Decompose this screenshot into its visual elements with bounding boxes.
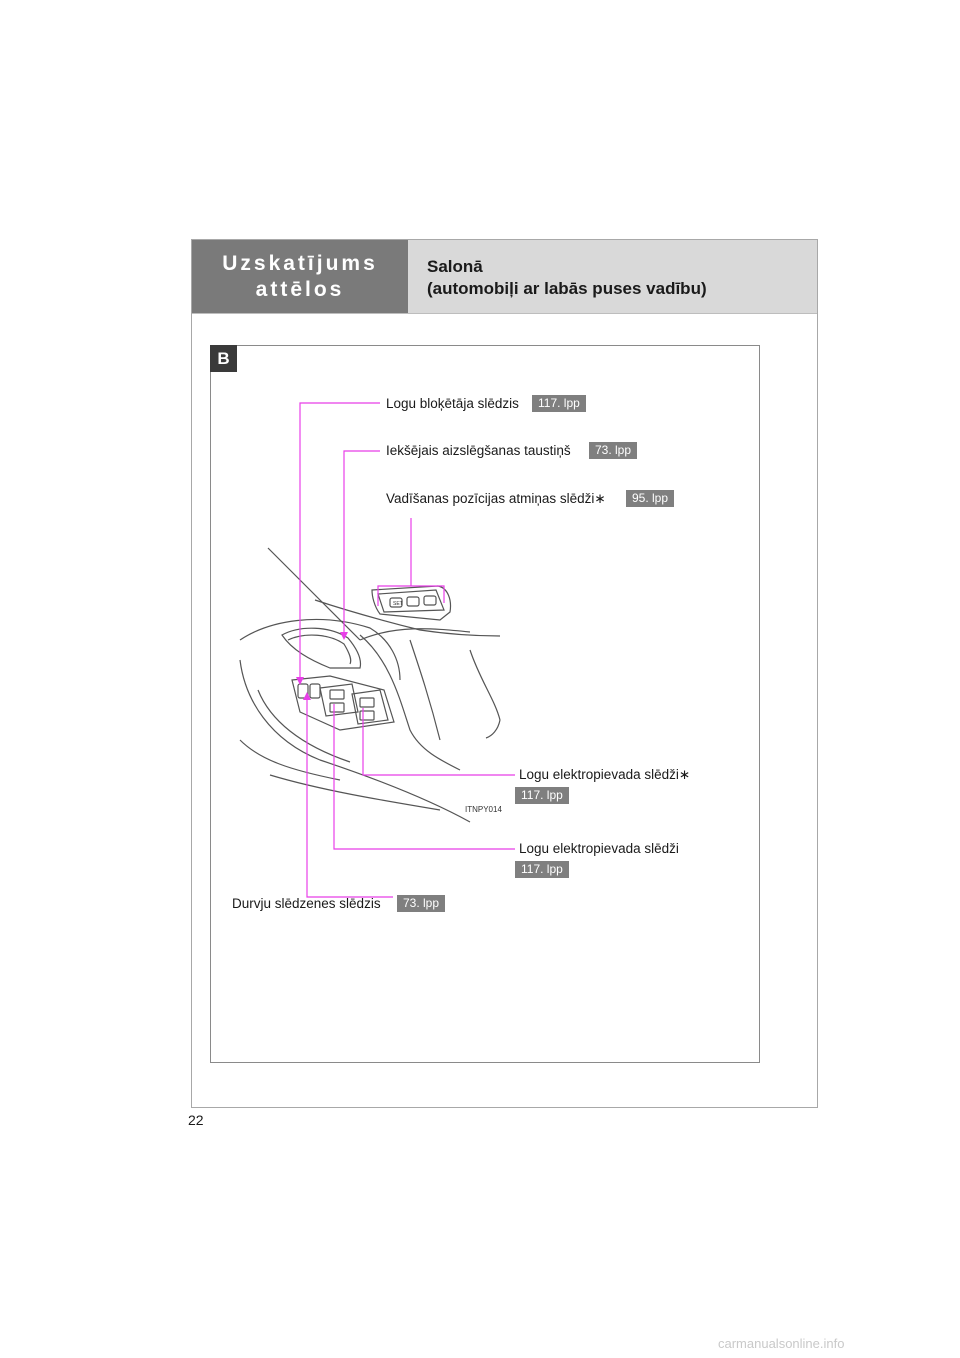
callout-arrowheads bbox=[296, 632, 348, 700]
header-divider bbox=[192, 313, 817, 314]
memory-set-button-label: SET bbox=[393, 601, 403, 607]
figure-code: ITNPY014 bbox=[465, 805, 502, 814]
callout-power-window-label: Logu elektropievada slēdži bbox=[519, 841, 679, 856]
page-frame bbox=[191, 239, 818, 1108]
subtitle-line-2: (automobiļi ar labās puses vadību) bbox=[427, 279, 707, 298]
callout-door-lock-ref[interactable]: 73. lpp bbox=[397, 895, 446, 912]
callout-inside-lock-label: Iekšējais aizslēgšanas taustiņš bbox=[386, 443, 571, 458]
callout-power-window-optional-ref[interactable]: 117. lpp bbox=[515, 787, 569, 804]
page-subtitle: Salonā (automobiļi ar labās puses vadību… bbox=[408, 240, 817, 313]
callout-window-lock-ref[interactable]: 117. lpp bbox=[532, 395, 586, 412]
callout-inside-lock-ref[interactable]: 73. lpp bbox=[589, 442, 638, 459]
watermark: carmanualsonline.info bbox=[718, 1336, 845, 1351]
callout-lines bbox=[299, 402, 515, 898]
callout-power-window-ref[interactable]: 117. lpp bbox=[515, 861, 569, 878]
callout-memory-switches-ref[interactable]: 95. lpp bbox=[626, 490, 675, 507]
callout-window-lock-label: Logu bloķētāja slēdzis bbox=[386, 396, 519, 411]
callout-door-lock-label: Durvju slēdzenes slēdzis bbox=[232, 896, 381, 911]
callout-power-window-optional-label: Logu elektropievada slēdži∗ bbox=[519, 767, 691, 782]
callout-memory-switches-label: Vadīšanas pozīcijas atmiņas slēdži∗ bbox=[386, 491, 606, 506]
figure-box bbox=[210, 345, 760, 1063]
door-drawing bbox=[239, 547, 501, 823]
page-number: 22 bbox=[188, 1112, 204, 1128]
section-title: Uzskatījums attēlos bbox=[192, 240, 408, 313]
subtitle-line-1: Salonā bbox=[427, 257, 483, 276]
figure-badge: B bbox=[210, 345, 237, 372]
